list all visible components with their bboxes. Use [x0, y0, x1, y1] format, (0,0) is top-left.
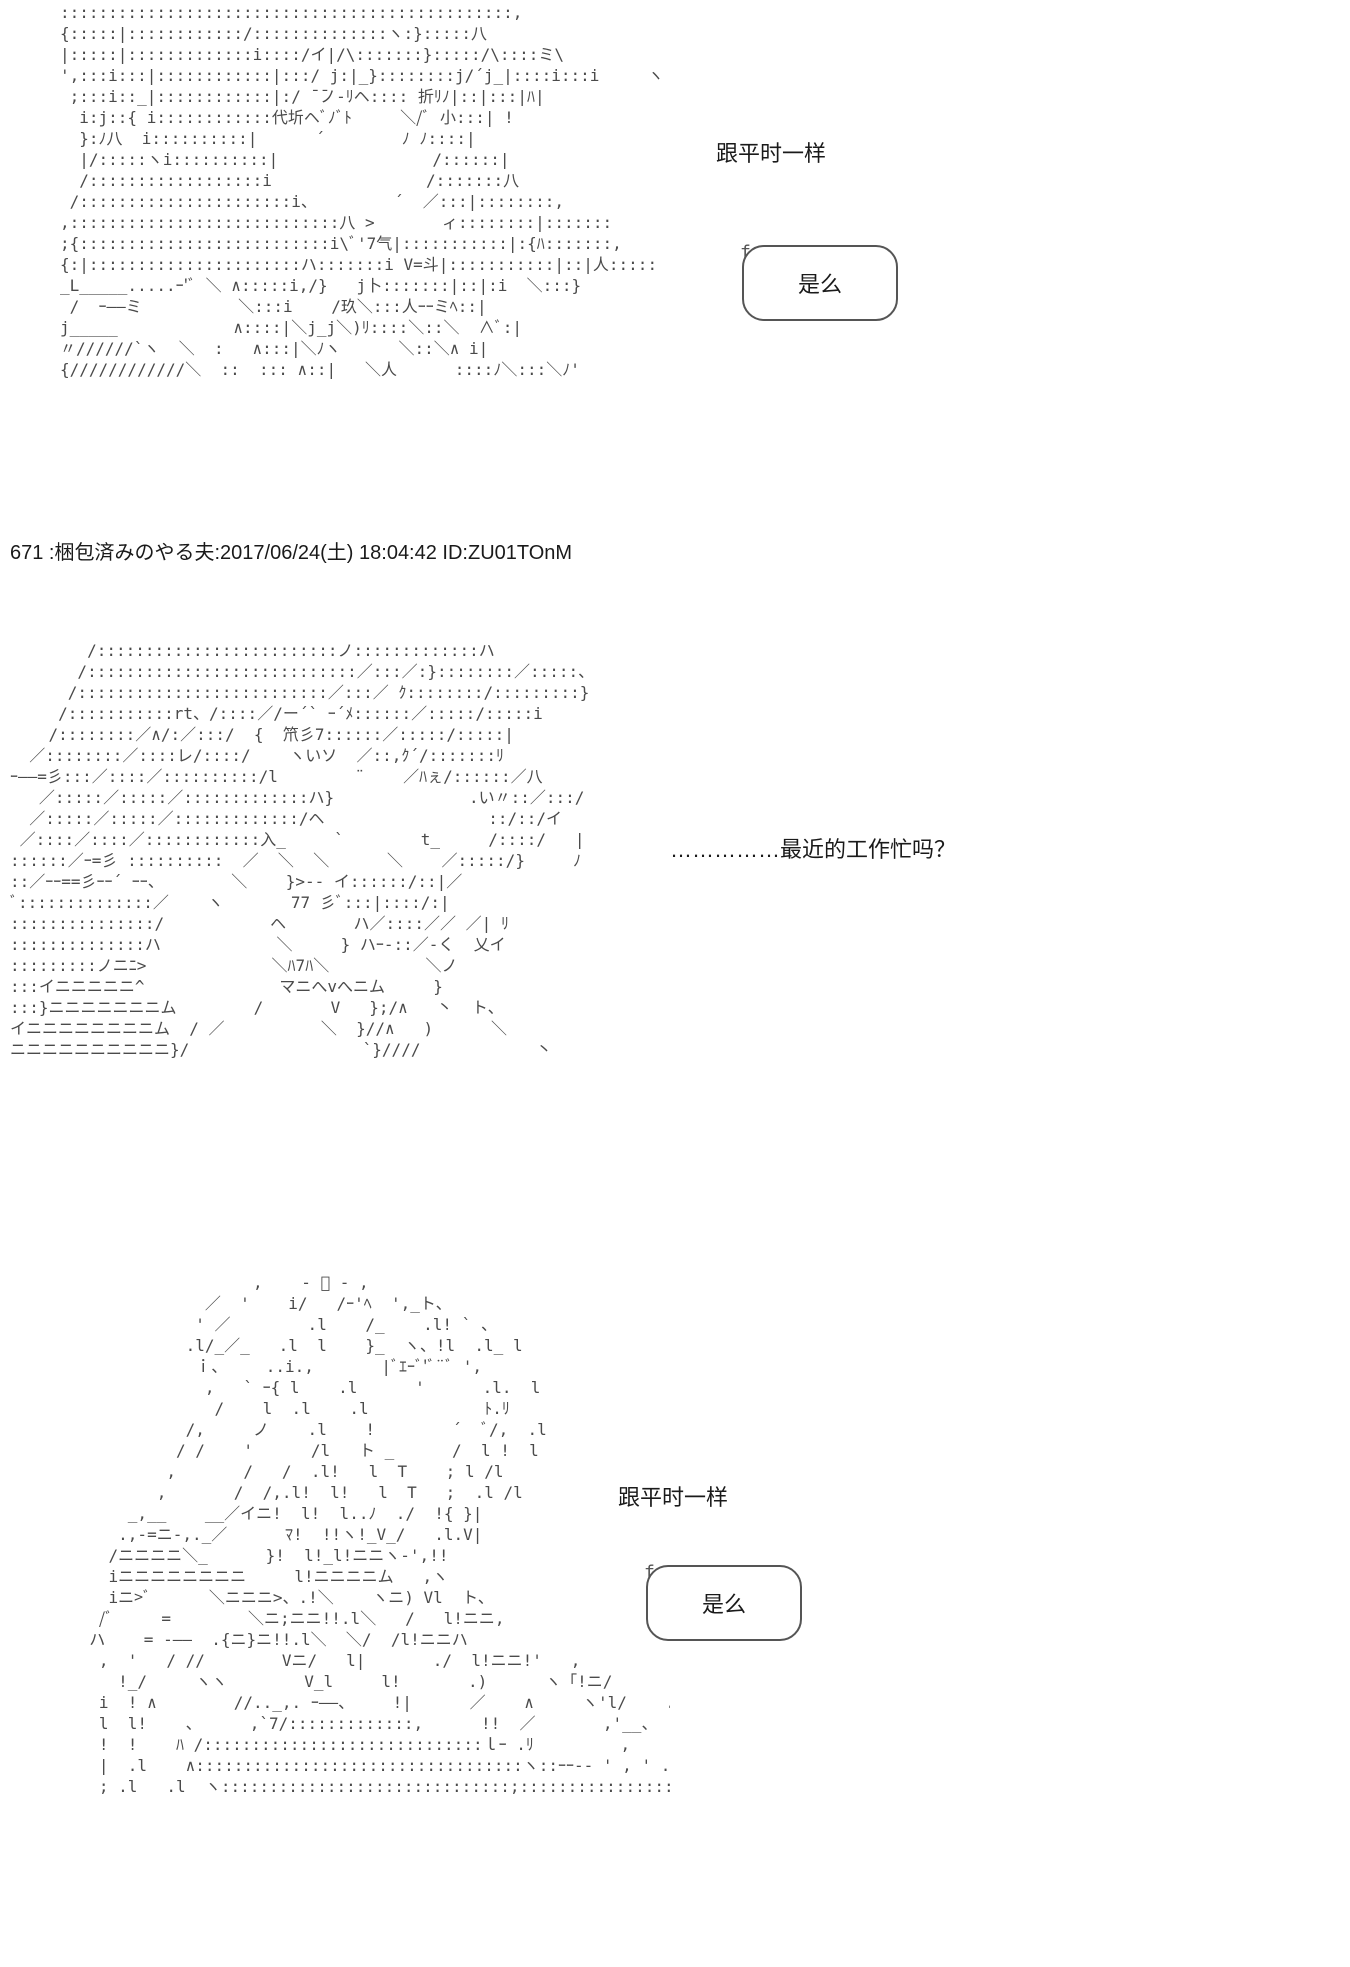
- caption-same-as-usual-1: 跟平时一样: [716, 141, 827, 166]
- caption-same-as-usual-2: 跟平时一样: [618, 1485, 729, 1510]
- speech-bubble-2: 是么: [646, 1565, 802, 1641]
- speech-bubble-1: 是么: [742, 245, 898, 321]
- bubble-text-2: 是么: [701, 1592, 746, 1617]
- bubble-text-1: 是么: [797, 272, 842, 297]
- ascii-art-character-1: ::::::::::::::::::::::::::::::::::::::::…: [60, 3, 660, 379]
- post-header: 671 :梱包済みのやる夫:2017/06/24(土) 18:04:42 ID:…: [10, 542, 573, 564]
- caption-work-busy: ……………最近的工作忙吗？: [670, 837, 957, 862]
- bubble-tail-icon: f: [644, 1562, 655, 1583]
- ascii-art-character-2: /:::::::::::::::::::::::::ノ:::::::::::::…: [10, 641, 590, 1059]
- ascii-art-character-3: , - ﾞ - , ／ ' i/ /ｰ'ﾍ ',_ト、 ' ／ .l /_ .l…: [89, 1273, 670, 1796]
- bubble-tail-icon: f: [740, 242, 751, 263]
